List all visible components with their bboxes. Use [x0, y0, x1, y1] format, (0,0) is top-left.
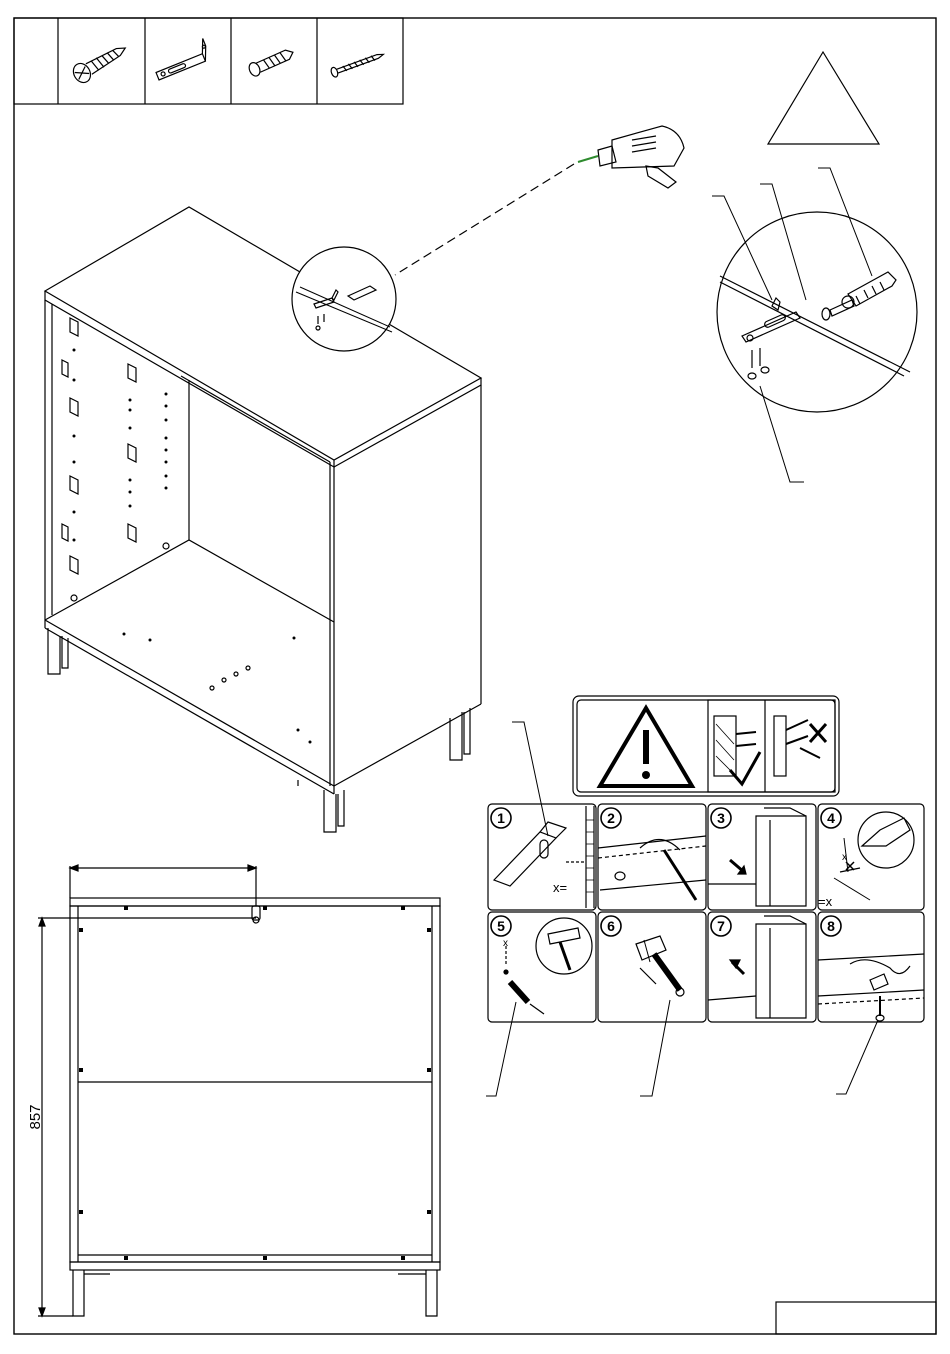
angle-bracket-icon: [151, 39, 211, 80]
step-4-note: =x: [818, 894, 833, 909]
step-number-5: 5: [497, 918, 505, 934]
step-number-1: 1: [497, 810, 505, 826]
parts-table: [14, 18, 403, 104]
drill-icon: [578, 126, 684, 188]
wall-plug-icon: [247, 46, 296, 78]
front-elevation: [38, 865, 440, 1316]
mounting-steps-grid: [488, 804, 924, 1022]
title-block: [776, 1302, 936, 1334]
drill-guide-line: [395, 164, 574, 275]
step-1-note: x=: [553, 880, 567, 895]
warning-triangle-outline: [768, 52, 879, 144]
cabinet-perspective: [45, 207, 481, 832]
hinge-plates: [62, 318, 136, 574]
step-5-mark: x: [503, 938, 508, 949]
step-number-4: 4: [827, 810, 835, 826]
step-number-6: 6: [607, 918, 615, 934]
step-number-8: 8: [827, 918, 835, 934]
long-screw-icon: [330, 50, 385, 78]
dimension-height-label: 857: [27, 1104, 44, 1129]
detail-magnifier-large: [717, 212, 917, 412]
countersunk-screw-icon: [70, 39, 130, 85]
mounting-warning-panel: [573, 696, 839, 796]
step-number-7: 7: [717, 918, 725, 934]
step-number-2: 2: [607, 810, 615, 826]
detail-magnifier-small: [292, 247, 396, 351]
step-4-mark: x: [842, 852, 847, 863]
step-number-3: 3: [717, 810, 725, 826]
